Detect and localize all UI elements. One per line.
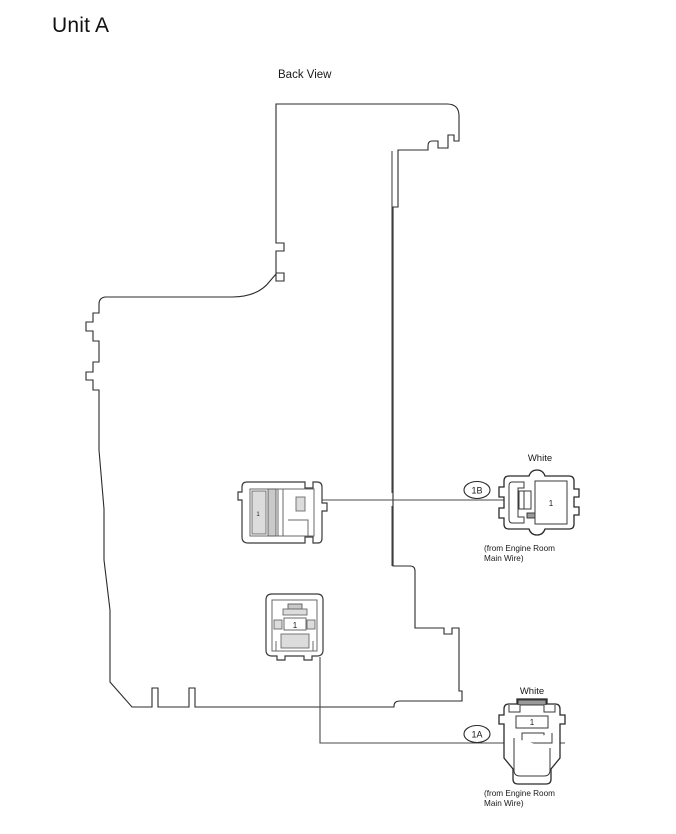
connector-1b-cavity-label: 1 [549,499,554,508]
connector-1a-latch-arm [513,738,551,777]
lower-socket-cavity-label: 1 [293,621,298,630]
connector-1a-color-label: White [520,686,544,697]
lower-socket-pad-right [306,619,316,630]
connector-1a-tab-left [508,705,521,713]
connector-1a[interactable]: White 1 (from Engine Room Main Wire) [484,686,566,808]
connector-1b-cavity-block [534,480,568,525]
lower-socket-cavity-band [283,617,307,631]
callout-1b[interactable]: 1B [463,480,491,500]
connector-1b[interactable]: White 1 (from Engine Room Main Wire) [484,453,580,563]
unit-outline-path [85,103,463,708]
connector-1b-latch-box [518,490,532,510]
upper-socket[interactable]: 1 [237,481,328,544]
connector-1b-caption-line1: (from Engine Room [484,544,555,553]
upper-socket-rib-a [267,488,277,537]
upper-socket-step [288,519,309,536]
connector-1a-caption-line1: (from Engine Room [484,789,555,798]
connector-1a-cavity-label: 1 [530,718,535,727]
upper-socket-right-pad [295,496,306,512]
callout-1a-oval [463,724,491,744]
callout-1a[interactable]: 1A [463,724,491,744]
callout-1b-label: 1B [471,486,482,496]
connector-1b-latch [508,481,525,524]
leader-line-1a [319,657,565,744]
connector-1a-caption-line2: Main Wire) [484,799,524,808]
lower-socket[interactable]: 1 [265,593,324,661]
page-title: Unit A [52,14,110,37]
connector-1b-caption-line2: Main Wire) [484,554,524,563]
lower-socket-tab-base [282,608,308,616]
lower-socket-tab-top [287,603,303,610]
connector-1b-color-label: White [528,453,552,464]
lower-socket-pad-left [273,619,283,630]
upper-socket-left-pad [251,490,267,535]
upper-socket-cavity-label: 1 [256,512,260,518]
lower-socket-lower-chamber [280,633,310,649]
connector-1a-top-bar [517,699,547,706]
callout-1a-label: 1A [471,730,482,740]
connector-1a-cavity-block [515,715,549,729]
unit-body-outline [85,103,463,708]
callout-1b-oval [463,480,491,500]
back-view-label: Back View [278,69,332,81]
connector-1a-tab-right [543,705,556,713]
